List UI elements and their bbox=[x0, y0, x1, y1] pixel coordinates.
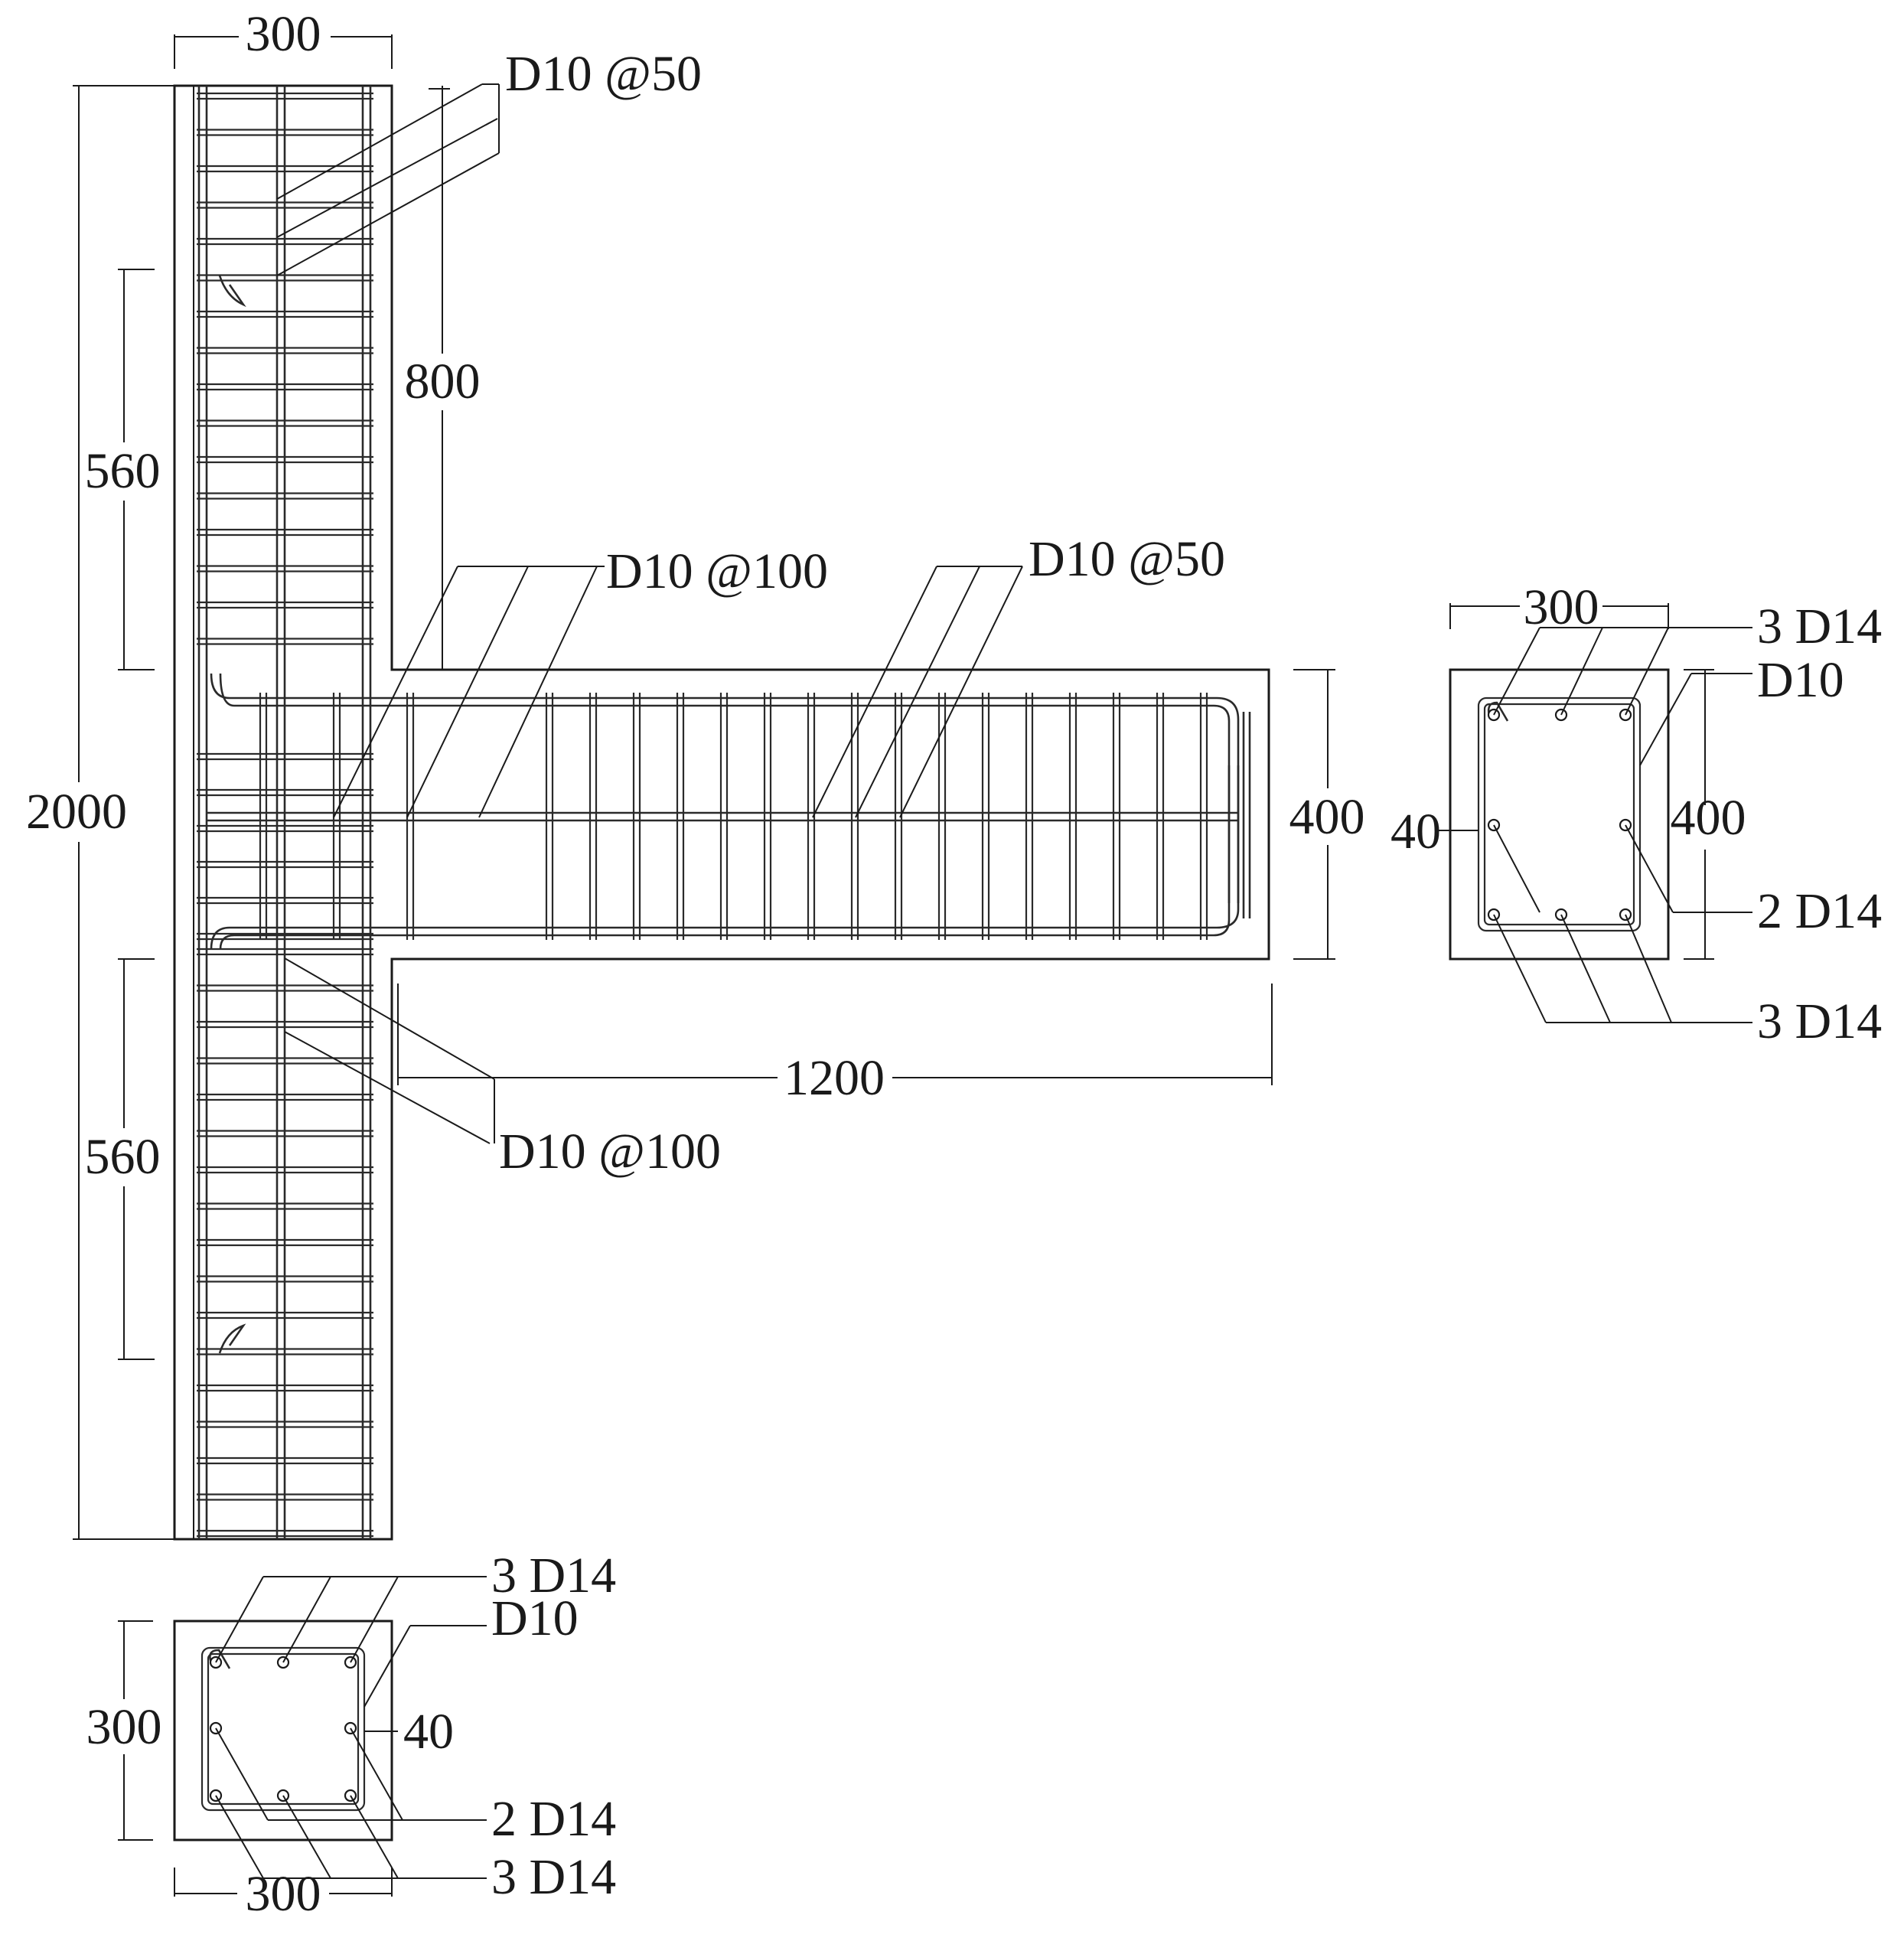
column-top-bars-label: 3 D14 bbox=[491, 1548, 616, 1603]
beam-top-bars-label: 3 D14 bbox=[1757, 599, 1882, 654]
column-height-dim: 2000 bbox=[26, 784, 127, 840]
elevation-dimensions: 300 2000 560 560 800 400 bbox=[19, 6, 1370, 1540]
column-tie-label: D10 @100 bbox=[499, 1124, 721, 1179]
beam-section-outline bbox=[1449, 668, 1670, 961]
beam-section-cover-dim: 40 bbox=[1391, 804, 1441, 860]
beam-mid-bars-label: 2 D14 bbox=[1757, 883, 1882, 939]
beam-longitudinal-bars bbox=[207, 673, 1251, 950]
column-section-tie bbox=[201, 1646, 366, 1812]
column-cross-section: 300 300 40 3 D14 D10 2 D14 3 D14 bbox=[86, 1548, 617, 1922]
joint-elevation bbox=[173, 84, 1270, 1541]
bottom-zone-dim: 560 bbox=[85, 1129, 161, 1185]
column-section-width-dim: 300 bbox=[246, 1866, 321, 1922]
tie-hook-bottom bbox=[218, 1323, 246, 1354]
column-bottom-bars-label: 3 D14 bbox=[491, 1849, 616, 1905]
beam-section-width-dim: 300 bbox=[1524, 579, 1599, 635]
elevation-callouts: D10 @50 D10 @100 D10 @50 D10 @100 bbox=[276, 46, 1225, 1179]
column-section-cover-dim: 40 bbox=[403, 1704, 454, 1760]
stub-height-dim: 800 bbox=[405, 354, 481, 409]
beam-bottom-bars-label: 3 D14 bbox=[1757, 993, 1882, 1049]
beam-cross-section: 300 400 40 3 D14 D10 2 D14 3 D14 bbox=[1391, 579, 1882, 1049]
beam-stirrup-label: D10 @100 bbox=[606, 543, 828, 599]
tie-hook-top bbox=[218, 275, 246, 308]
beam-section-stirrup bbox=[1477, 696, 1642, 932]
column-tie-dense-label: D10 @50 bbox=[505, 46, 702, 102]
beam-length-dim: 1200 bbox=[784, 1050, 885, 1106]
column-mid-bars-label: 2 D14 bbox=[491, 1791, 616, 1847]
beam-section-depth-dim: 400 bbox=[1671, 790, 1746, 846]
beam-depth-dim: 400 bbox=[1289, 789, 1365, 845]
column-tie-size-label: D10 bbox=[491, 1590, 579, 1646]
beam-stirrup-dense-label: D10 @50 bbox=[1029, 531, 1225, 587]
column-section-height-dim: 300 bbox=[86, 1699, 162, 1755]
beam-stirrups bbox=[259, 693, 1208, 940]
beam-stirrup-size-label: D10 bbox=[1757, 652, 1844, 708]
column-beam-outline bbox=[173, 84, 1270, 1541]
column-ties bbox=[197, 92, 373, 1538]
column-width-dim: 300 bbox=[246, 6, 321, 62]
top-zone-dim: 560 bbox=[85, 443, 161, 499]
